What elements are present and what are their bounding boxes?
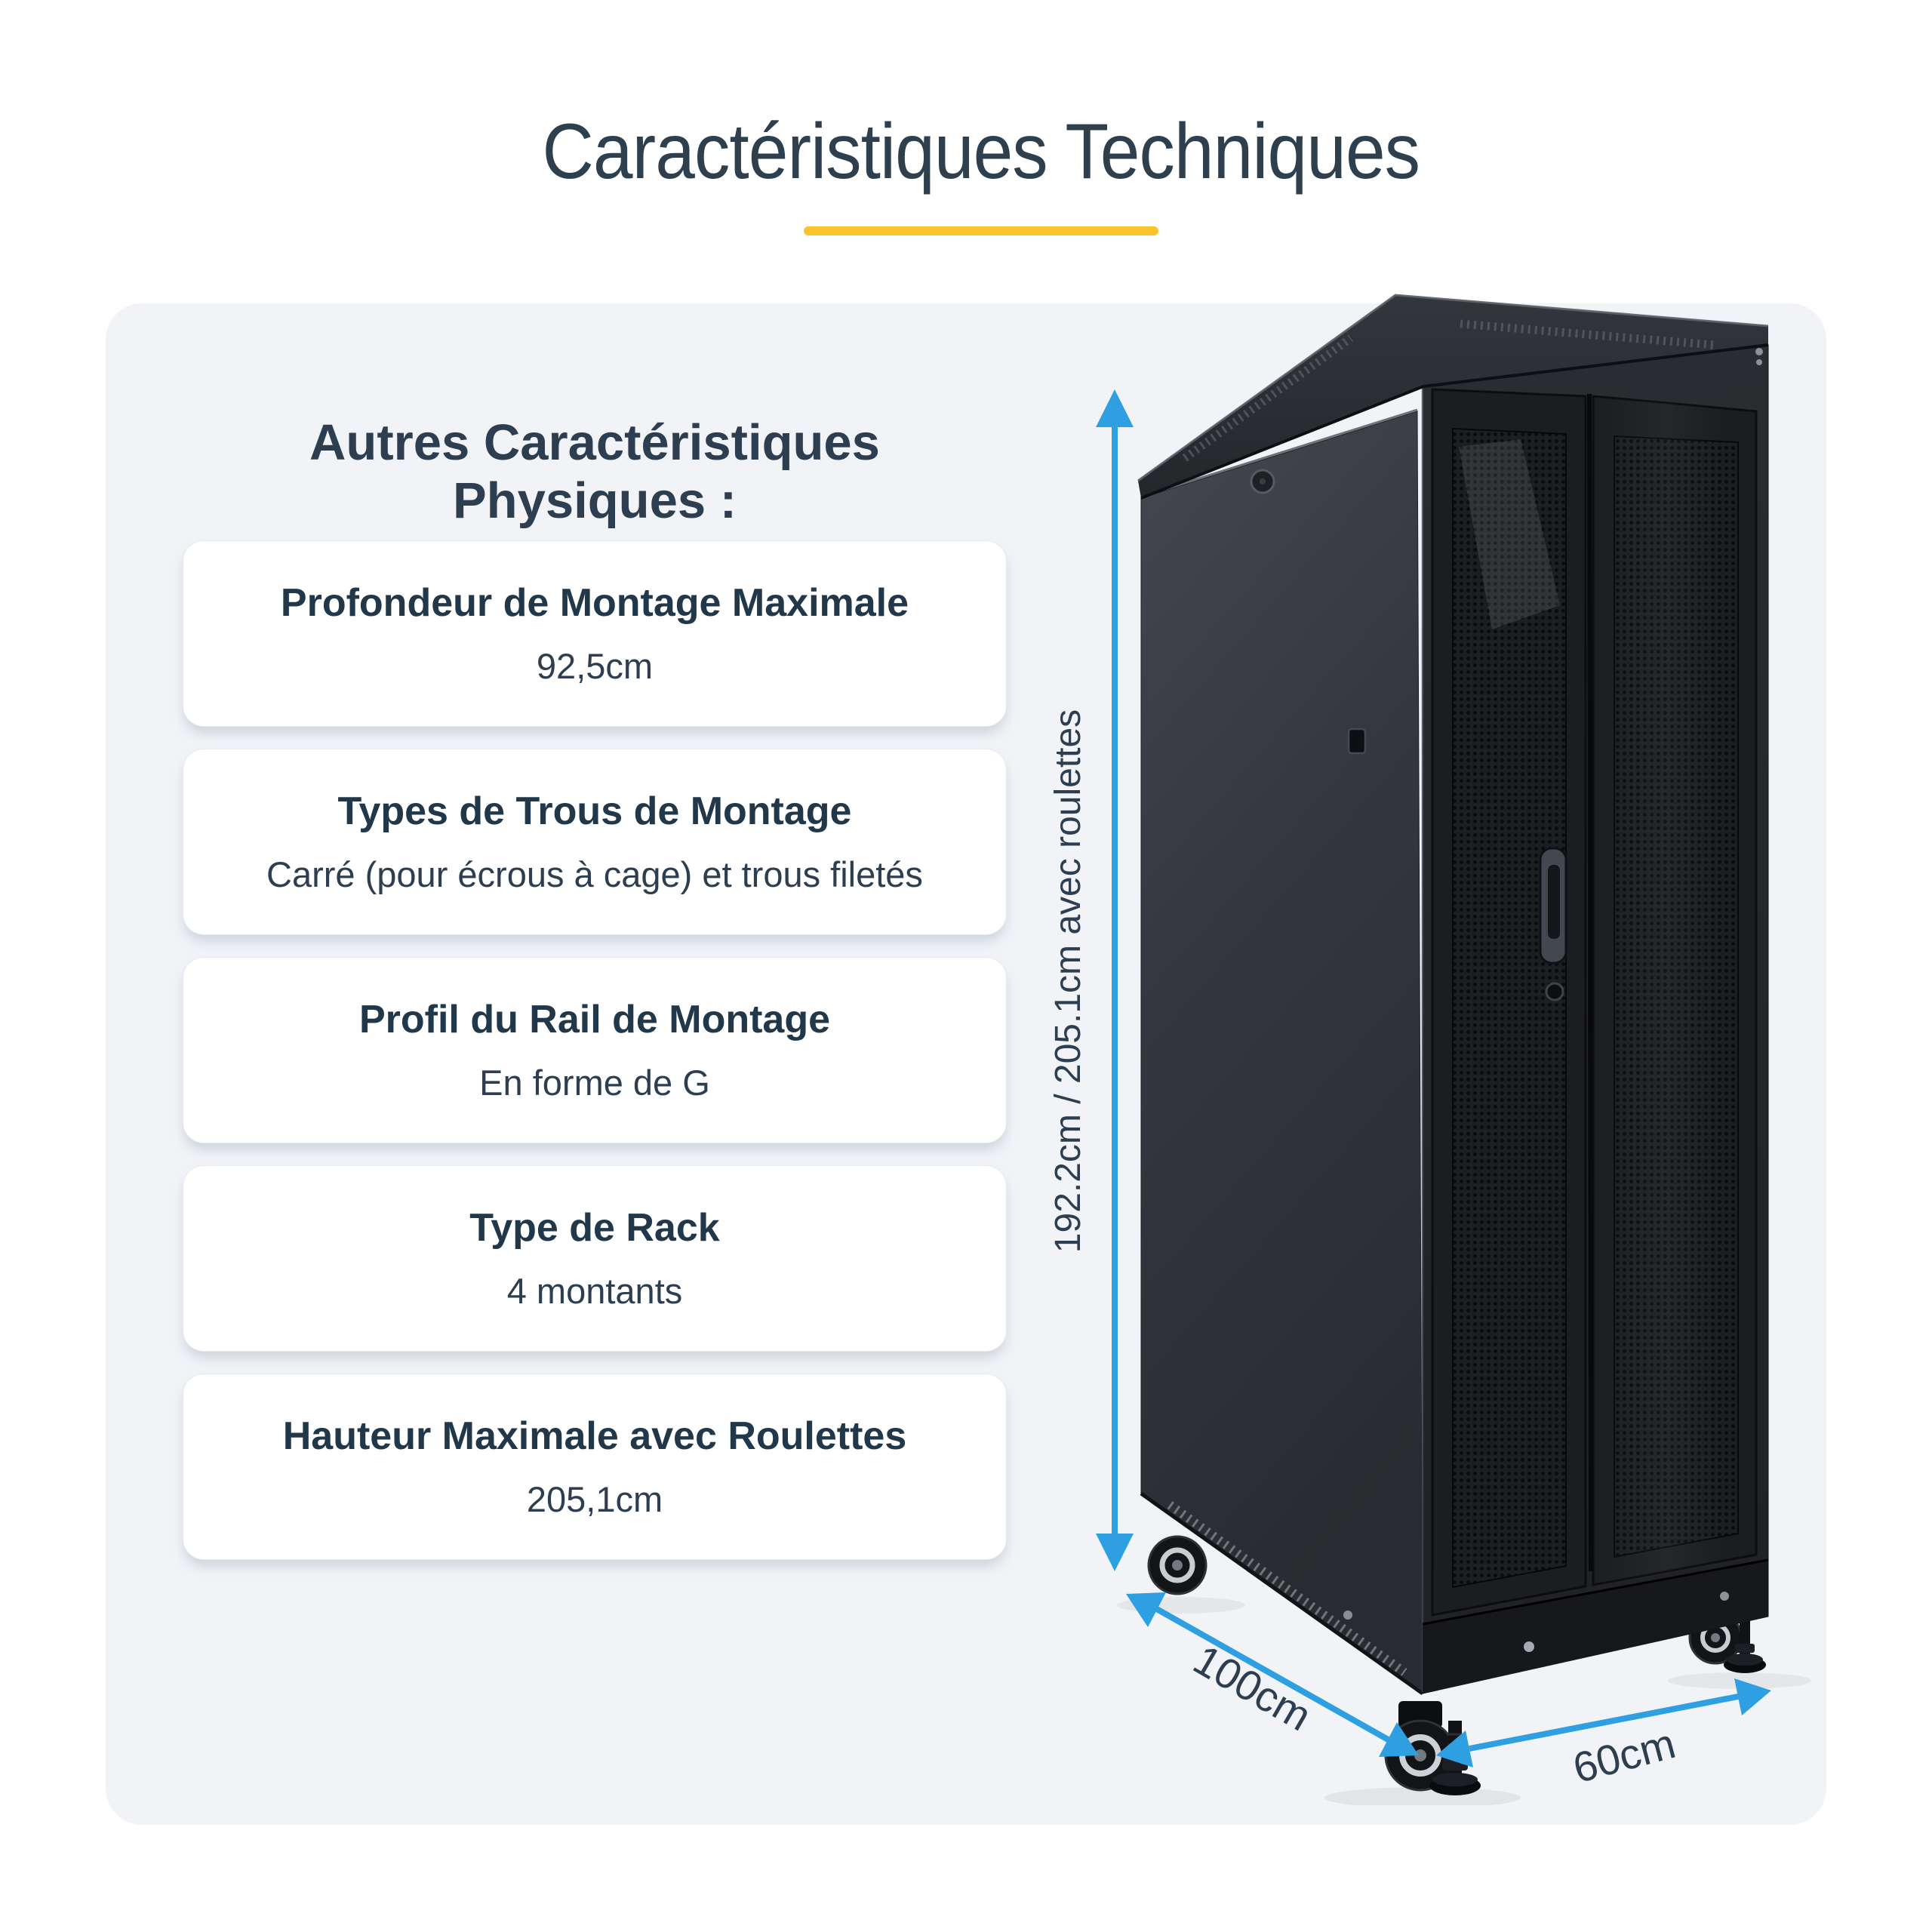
- rack-top-cap: [1137, 294, 1769, 500]
- spec-card: Profondeur de Montage Maximale 92,5cm: [183, 540, 1007, 727]
- page-title-wrap: Caractéristiques Techniques: [15, 107, 1932, 197]
- side-latch: [1347, 728, 1367, 755]
- spec-card-label: Profondeur de Montage Maximale: [280, 581, 909, 625]
- panel-heading: Autres Caractéristiques Physiques :: [183, 414, 1007, 531]
- page-title: Caractéristiques Techniques: [542, 108, 1421, 195]
- spec-card-label: Types de Trous de Montage: [337, 789, 852, 833]
- spec-card-label: Profil du Rail de Montage: [358, 998, 831, 1041]
- server-rack-image: [1117, 294, 1811, 1805]
- spec-card-value: 92,5cm: [536, 646, 654, 686]
- door-gap: [1587, 393, 1593, 1572]
- side-screw: [1343, 1611, 1352, 1620]
- front-left-caster-wheel: [1147, 1535, 1208, 1595]
- spec-card-value: Carré (pour écrous à cage) et trous file…: [266, 854, 923, 894]
- spec-card-label: Hauteur Maximale avec Roulettes: [282, 1414, 907, 1458]
- panel-heading-line1: Autres Caractéristiques: [309, 414, 880, 471]
- spec-card-value: 205,1cm: [526, 1479, 663, 1519]
- spec-card-value: En forme de G: [479, 1063, 710, 1103]
- rack-base: [1422, 1558, 1769, 1694]
- spec-card: Type de Rack 4 montants: [183, 1165, 1007, 1352]
- rear-leveling-foot: [1724, 1614, 1766, 1673]
- side-vent-slots: [1167, 1501, 1407, 1676]
- spec-card: Hauteur Maximale avec Roulettes 205,1cm: [183, 1374, 1007, 1560]
- door-keyhole: [1545, 982, 1564, 1001]
- spec-card-list: Profondeur de Montage Maximale 92,5cm Ty…: [183, 540, 1007, 1560]
- left-door-mesh: [1452, 427, 1567, 1589]
- top-vent-slots: [1460, 319, 1714, 349]
- mesh-reflection: [1459, 439, 1560, 629]
- rack-side-panel: [1140, 408, 1424, 1696]
- top-vent-slots: [1182, 334, 1354, 462]
- spec-card-value: 4 montants: [506, 1271, 683, 1311]
- door-handle: [1539, 847, 1567, 1001]
- panel-heading-line2: Physiques :: [452, 472, 737, 530]
- rack-front-face: [1421, 344, 1769, 1694]
- hinge-pin: [1756, 359, 1762, 365]
- hinge-pin: [1755, 348, 1763, 355]
- spec-card: Types de Trous de Montage Carré (pour éc…: [183, 749, 1007, 935]
- spec-card: Profil du Rail de Montage En forme de G: [183, 957, 1007, 1143]
- title-underline-accent: [804, 226, 1158, 235]
- spec-card-label: Type de Rack: [469, 1206, 720, 1250]
